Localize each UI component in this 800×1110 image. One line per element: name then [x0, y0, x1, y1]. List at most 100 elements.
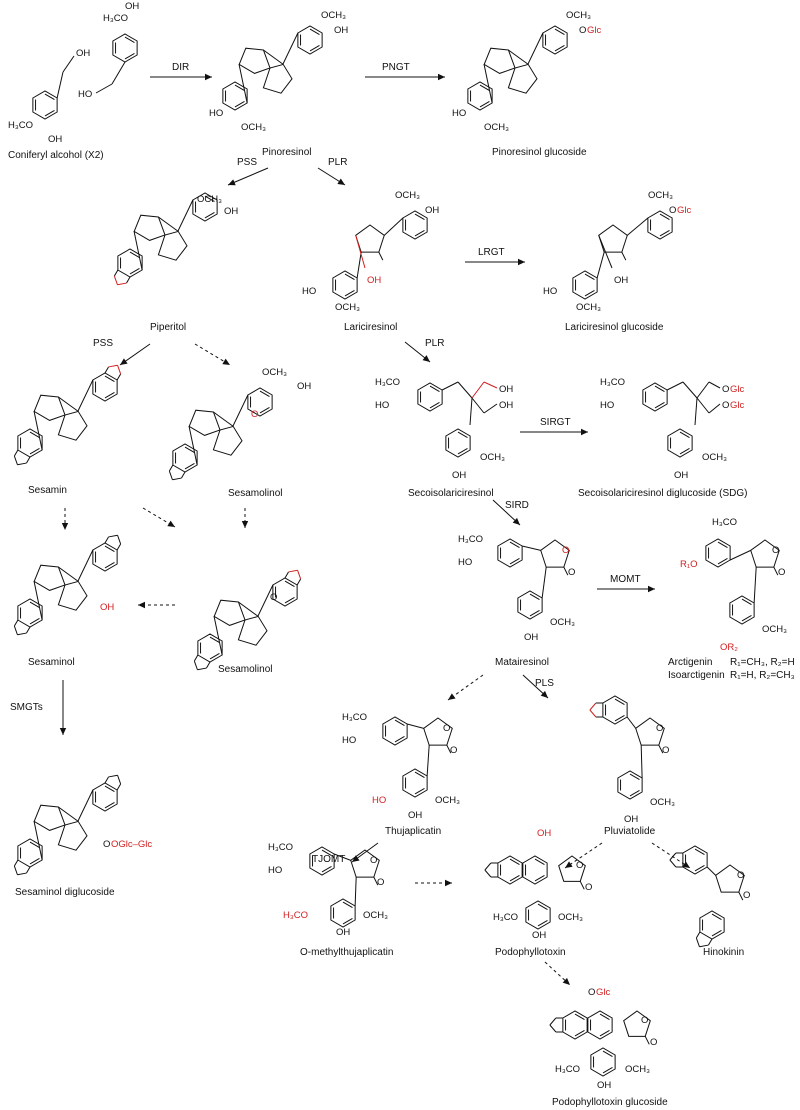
arrow-lrgt: LRGT: [465, 247, 525, 266]
or2-label: OR₂: [720, 642, 738, 653]
arrow-head: [59, 728, 67, 735]
furan-ring: [262, 63, 293, 94]
arrow-head: [648, 585, 655, 593]
bond: [116, 373, 122, 381]
hydroxyl-label: OH: [425, 205, 439, 216]
lactone-oxygen: O: [737, 870, 744, 881]
lactone-ring: [635, 717, 665, 746]
bond: [77, 379, 94, 412]
arrow-sird: SIRD: [492, 499, 529, 526]
furan-ring: [57, 580, 88, 611]
lactone-ring: [623, 1010, 651, 1037]
bond: [95, 83, 113, 94]
arrow-head: [581, 428, 588, 436]
bond: [457, 448, 468, 455]
carbonyl-oxygen: O: [568, 567, 575, 578]
bond: [753, 567, 757, 604]
benzene-ring: [542, 25, 568, 55]
bond: [13, 859, 19, 867]
bond: [204, 195, 215, 202]
arrow-sirgt: SIRGT: [520, 417, 588, 436]
bond: [33, 820, 43, 861]
lactone-ring: [540, 539, 570, 568]
enzyme-label: LRGT: [478, 247, 505, 258]
arrow-plr-2: PLR: [404, 338, 444, 363]
bond: [483, 381, 498, 389]
hydroxyl-label: OH: [674, 470, 688, 481]
furan-ring: [33, 394, 66, 421]
bond: [284, 597, 295, 604]
bond: [717, 558, 728, 565]
methoxy-label: OCH₃: [550, 617, 575, 628]
arrow-shaft: [447, 674, 484, 701]
compound-name-lariciresinol-glucoside: Lariciresinol glucoside: [565, 322, 664, 333]
bond: [537, 920, 548, 927]
compound-name-sesaminol: Sesaminol: [28, 657, 75, 668]
bond: [321, 866, 332, 873]
arrow-head: [228, 179, 236, 186]
bond: [13, 449, 19, 457]
benzene-ring: [729, 595, 755, 625]
bond: [584, 273, 595, 280]
bond: [708, 403, 721, 414]
bond: [589, 709, 597, 718]
benzene-ring: [92, 782, 118, 812]
bond: [58, 806, 79, 822]
bond: [213, 615, 223, 656]
hydroxyl-label-red: OH: [100, 602, 114, 613]
bond: [621, 251, 627, 261]
bond: [263, 49, 284, 65]
methoxy-label: H₃CO: [600, 377, 625, 388]
arrow-dashed-piperitol: [194, 343, 231, 366]
benzene-ring: [32, 90, 58, 120]
carbonyl-oxygen: O: [450, 745, 457, 756]
enzyme-label: PSS: [237, 157, 257, 168]
bond: [288, 569, 298, 573]
bond: [508, 49, 529, 65]
enzyme-label: SIRGT: [540, 417, 571, 428]
methoxy-label-red: H₃CO: [283, 910, 308, 921]
oxygen-label: O: [669, 205, 676, 216]
bond: [429, 402, 440, 409]
compound-name-sesaminol-diglucoside: Sesaminol diglucoside: [15, 887, 115, 898]
arrow-head: [120, 358, 128, 365]
bond: [626, 217, 649, 236]
bond: [209, 636, 220, 643]
bond: [509, 558, 520, 565]
benzene-ring: [92, 372, 118, 402]
bond: [17, 872, 27, 876]
bond: [333, 853, 351, 861]
arrow-dashed-sesamolinol-a: [142, 507, 176, 528]
hydroxyl-label: OH: [524, 632, 538, 643]
bond: [29, 601, 40, 608]
methoxy-label: H₃CO: [8, 120, 33, 131]
compound-name-piperitol: Piperitol: [150, 322, 186, 333]
bond: [77, 549, 94, 582]
bond: [537, 903, 548, 910]
bond: [26, 456, 31, 464]
bond: [29, 448, 40, 455]
arrow-head: [445, 879, 452, 887]
arrow-dashed-to-sesaminol: [138, 601, 175, 609]
bond: [172, 477, 182, 481]
lactone-oxygen-red: O: [562, 545, 569, 556]
hydroxyl-label: OH: [297, 381, 311, 392]
furan-ring: [237, 615, 268, 646]
methoxy-label: H₃CO: [268, 842, 293, 853]
bond: [659, 230, 670, 237]
bond: [629, 790, 640, 797]
enzyme-label: PSS: [93, 338, 113, 349]
hydroxyl-label: HO: [600, 400, 614, 411]
arrow-pngt: PNGT: [365, 62, 445, 81]
bond: [129, 251, 140, 258]
bond: [669, 852, 677, 861]
arrow-head: [518, 258, 525, 266]
hydroxyl-label: OH: [76, 48, 90, 59]
enzyme-label: PLR: [328, 157, 347, 168]
bond: [117, 775, 122, 785]
bond: [471, 397, 485, 414]
